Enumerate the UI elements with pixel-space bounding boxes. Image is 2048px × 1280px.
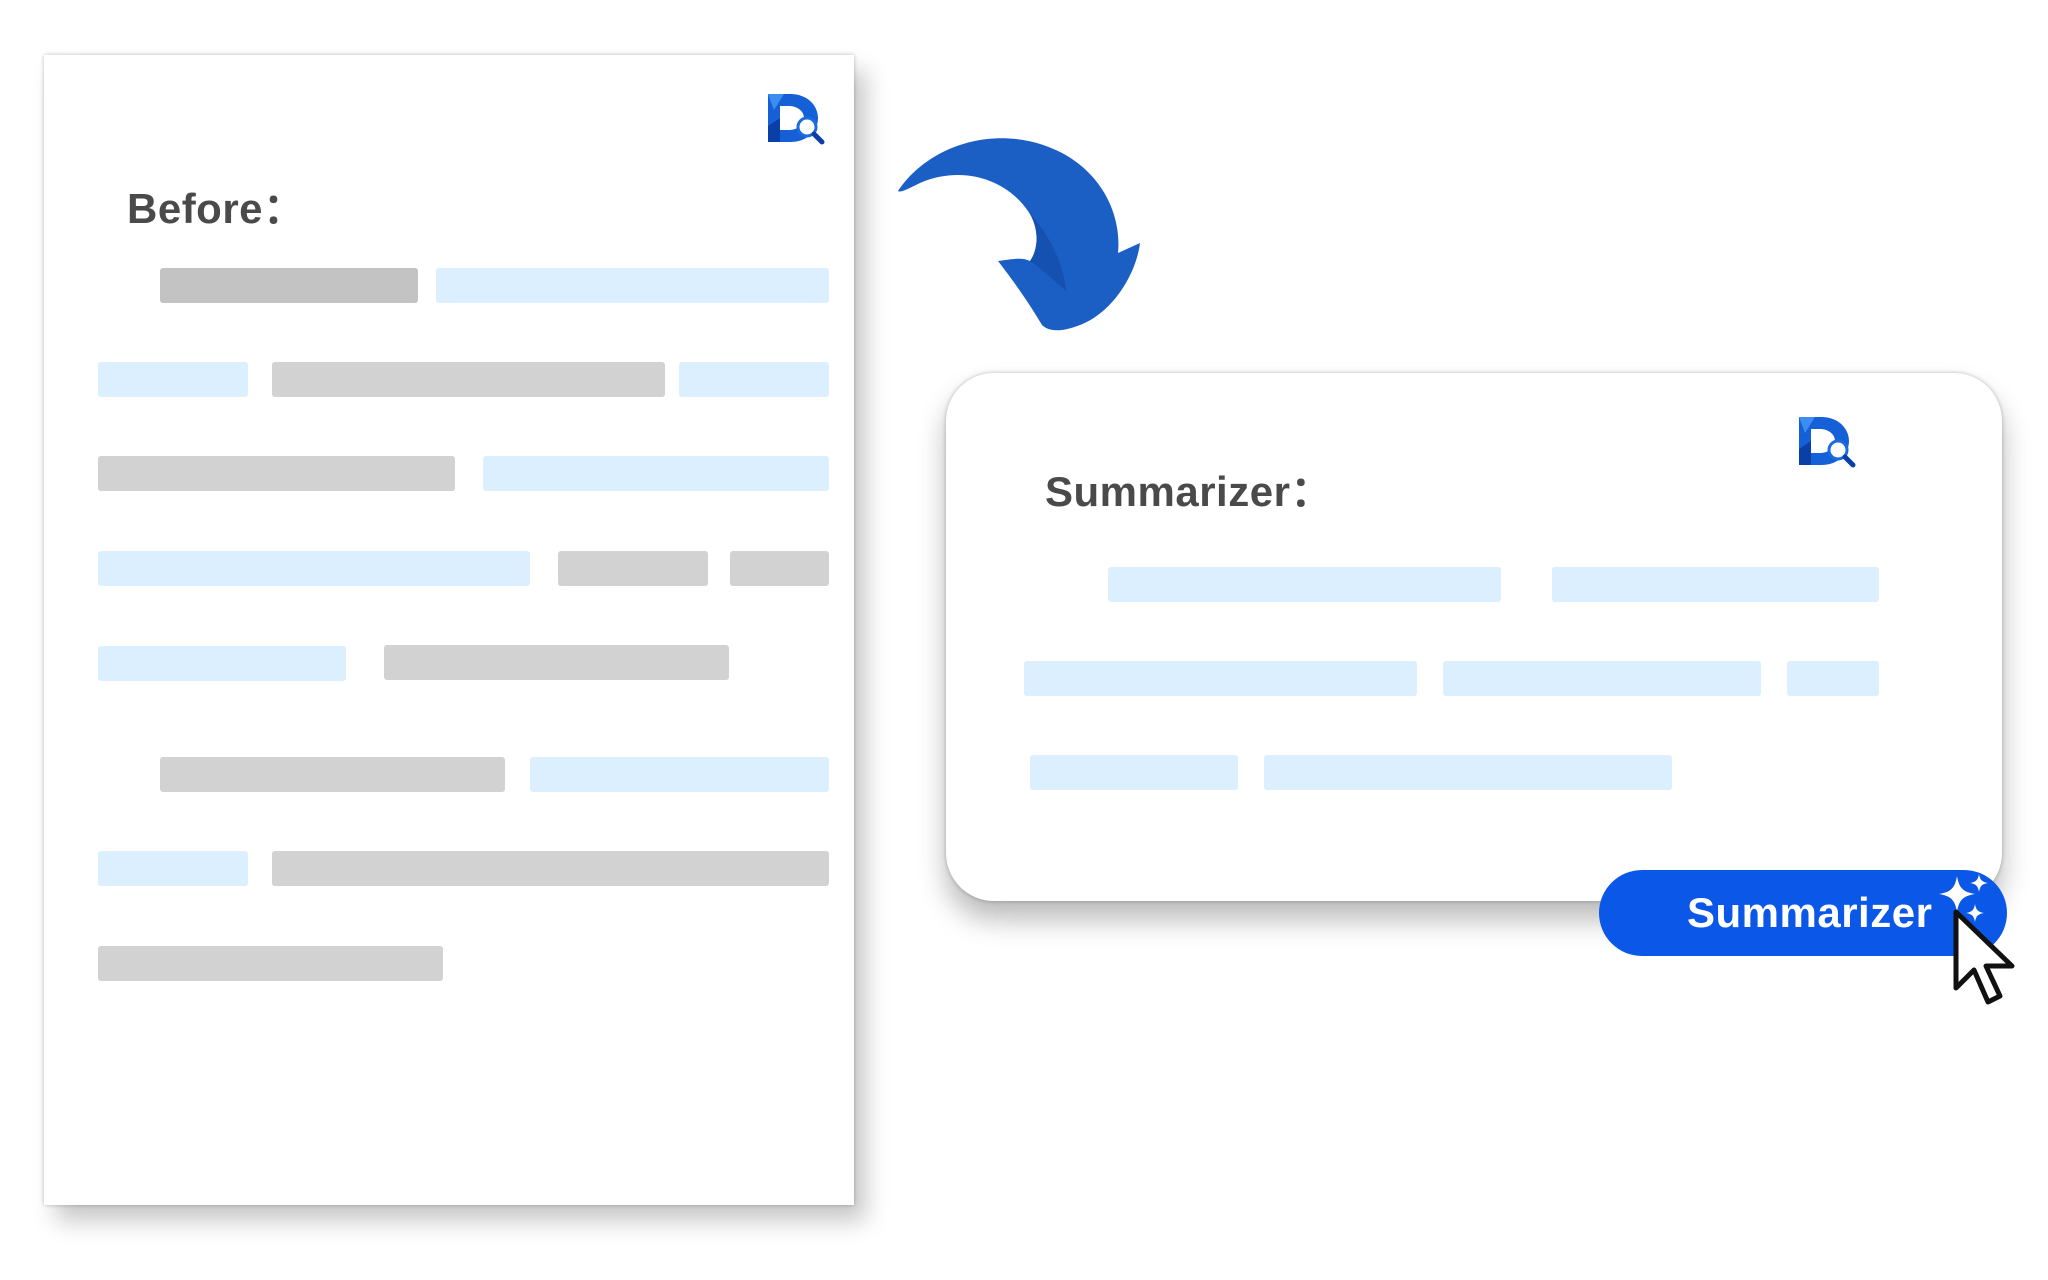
summary-placeholder-line	[1552, 567, 1879, 602]
text-placeholder-line	[679, 362, 829, 397]
text-placeholder-line	[98, 456, 455, 491]
logo-icon	[1799, 417, 1856, 468]
text-placeholder-line	[483, 456, 829, 491]
summary-placeholder-line	[1443, 661, 1761, 696]
text-placeholder-line	[160, 268, 418, 303]
summarize-button[interactable]: Summarizer	[1599, 870, 2007, 956]
before-heading: Before：	[127, 185, 306, 232]
text-placeholder-line	[98, 646, 346, 681]
logo-icon	[768, 94, 825, 145]
text-placeholder-line	[98, 551, 530, 586]
summarize-button-label: Summarizer	[1687, 889, 1933, 936]
text-placeholder-line	[530, 757, 829, 792]
mouse-pointer-icon	[1953, 909, 2015, 1005]
text-placeholder-line	[272, 362, 665, 397]
summary-card: Summarizer：	[946, 373, 2002, 901]
text-placeholder-line	[98, 851, 248, 886]
summary-placeholder-line	[1787, 661, 1879, 696]
summary-placeholder-line	[1024, 661, 1417, 696]
text-placeholder-line	[730, 551, 829, 586]
text-placeholder-line	[558, 551, 708, 586]
text-placeholder-line	[98, 362, 248, 397]
text-placeholder-line	[436, 268, 829, 303]
text-placeholder-line	[160, 757, 505, 792]
summary-placeholder-line	[1264, 755, 1672, 790]
text-placeholder-line	[384, 645, 729, 680]
before-document: Before：	[44, 55, 854, 1205]
summary-placeholder-line	[1030, 755, 1238, 790]
summary-placeholder-line	[1108, 567, 1501, 602]
text-placeholder-line	[98, 946, 443, 981]
summary-heading: Summarizer：	[1045, 468, 1333, 515]
text-placeholder-line	[272, 851, 829, 886]
sparkle-icon	[1939, 874, 1988, 922]
curved-arrow-icon	[898, 138, 1140, 331]
